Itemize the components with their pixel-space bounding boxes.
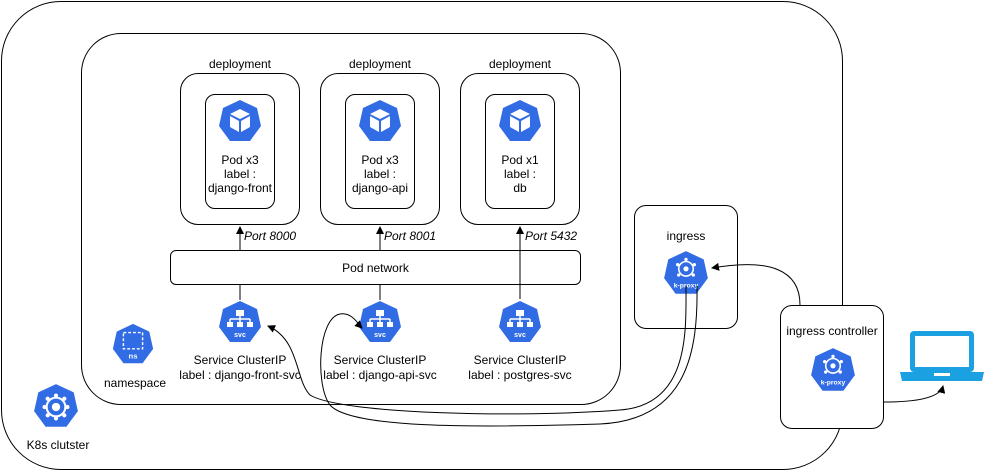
svc-icon-text: svc bbox=[514, 332, 526, 339]
ingress-controller-label: ingress controller bbox=[786, 324, 878, 338]
cluster-label: K8s clutster bbox=[26, 438, 90, 452]
pod-label-value-3: db bbox=[513, 181, 527, 195]
port-label-3: Port 5432 bbox=[525, 229, 578, 243]
pod-label-value-2: django-api bbox=[351, 181, 409, 195]
svc-icon-text: svc bbox=[234, 332, 246, 339]
namespace-label: namespace bbox=[103, 376, 167, 390]
port-label-1: Port 8000 bbox=[244, 229, 297, 243]
cube-icon bbox=[359, 100, 401, 141]
route-controller-laptop bbox=[883, 385, 946, 403]
pod-network-bar[interactable] bbox=[170, 250, 581, 285]
svc-icon-text: svc bbox=[374, 332, 386, 339]
cube-icon bbox=[499, 100, 541, 141]
network-tree-icon[interactable]: svc bbox=[216, 299, 264, 347]
proxy-icon-text: k-proxy bbox=[674, 283, 699, 290]
port-label-2: Port 8001 bbox=[384, 229, 437, 243]
ingress-label: ingress bbox=[666, 229, 706, 243]
cube-icon bbox=[219, 100, 261, 141]
service-type-3: Service ClusterIP bbox=[473, 353, 567, 367]
deployment-title-2: deployment bbox=[348, 57, 412, 71]
service-type-1: Service ClusterIP bbox=[193, 353, 287, 367]
pod-replicas-2: Pod x3 bbox=[361, 153, 399, 167]
pod-label-value-1: django-front bbox=[207, 181, 273, 195]
gear-cluster-icon bbox=[34, 384, 78, 427]
pod-label-key-1: label : bbox=[223, 167, 257, 181]
proxy-icon-text: k-proxy bbox=[821, 380, 846, 387]
service-type-2: Service ClusterIP bbox=[333, 353, 427, 367]
service-label-2: label : django-api-svc bbox=[323, 368, 437, 382]
pod-replicas-1: Pod x3 bbox=[221, 153, 259, 167]
service-label-3: label : postgres-svc bbox=[468, 368, 572, 382]
service-label-1: label : django-front-svc bbox=[179, 368, 301, 382]
pod-label-key-2: label : bbox=[363, 167, 397, 181]
k-proxy-icon: k-proxy bbox=[664, 251, 708, 294]
pod-label-key-3: label : bbox=[503, 167, 537, 181]
network-tree-icon[interactable]: svc bbox=[496, 299, 544, 347]
ns-icon-text: ns bbox=[129, 351, 138, 360]
pod-network-label: Pod network bbox=[342, 261, 409, 275]
dashed-square-icon: ns bbox=[112, 323, 154, 364]
deployment-title-3: deployment bbox=[488, 57, 552, 71]
k-proxy-icon: k-proxy bbox=[811, 348, 855, 391]
pod-replicas-3: Pod x1 bbox=[501, 153, 539, 167]
deployment-title-1: deployment bbox=[208, 57, 272, 71]
laptop-icon bbox=[900, 331, 984, 381]
network-tree-icon[interactable]: svc bbox=[356, 299, 404, 347]
